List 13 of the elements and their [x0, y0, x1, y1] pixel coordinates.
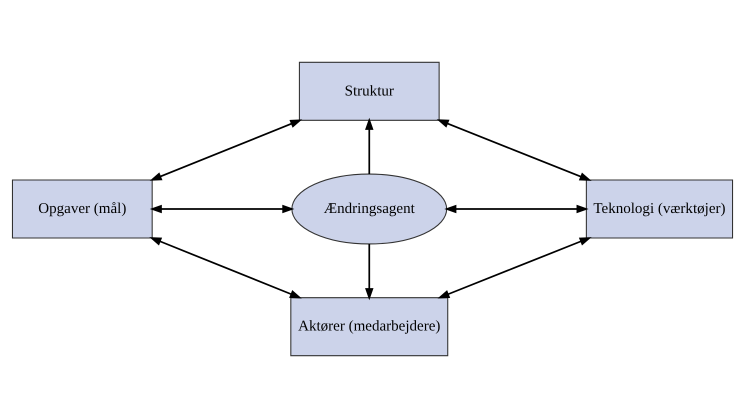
arrow: [365, 118, 374, 174]
node-box: Opgaver (mål): [12, 179, 153, 239]
node-box: Struktur: [298, 62, 440, 121]
arrow: [150, 119, 302, 181]
node-box: Teknologi (værktøjer): [586, 179, 734, 239]
arrow: [437, 237, 592, 298]
node-ellipse: Ændringsagent: [291, 174, 448, 244]
node-box: Aktører (medarbejdere): [290, 297, 448, 356]
arrow: [436, 119, 592, 181]
arrow: [444, 204, 589, 214]
arrow: [365, 244, 374, 300]
arrow: [150, 204, 294, 214]
arrow: [149, 237, 302, 298]
